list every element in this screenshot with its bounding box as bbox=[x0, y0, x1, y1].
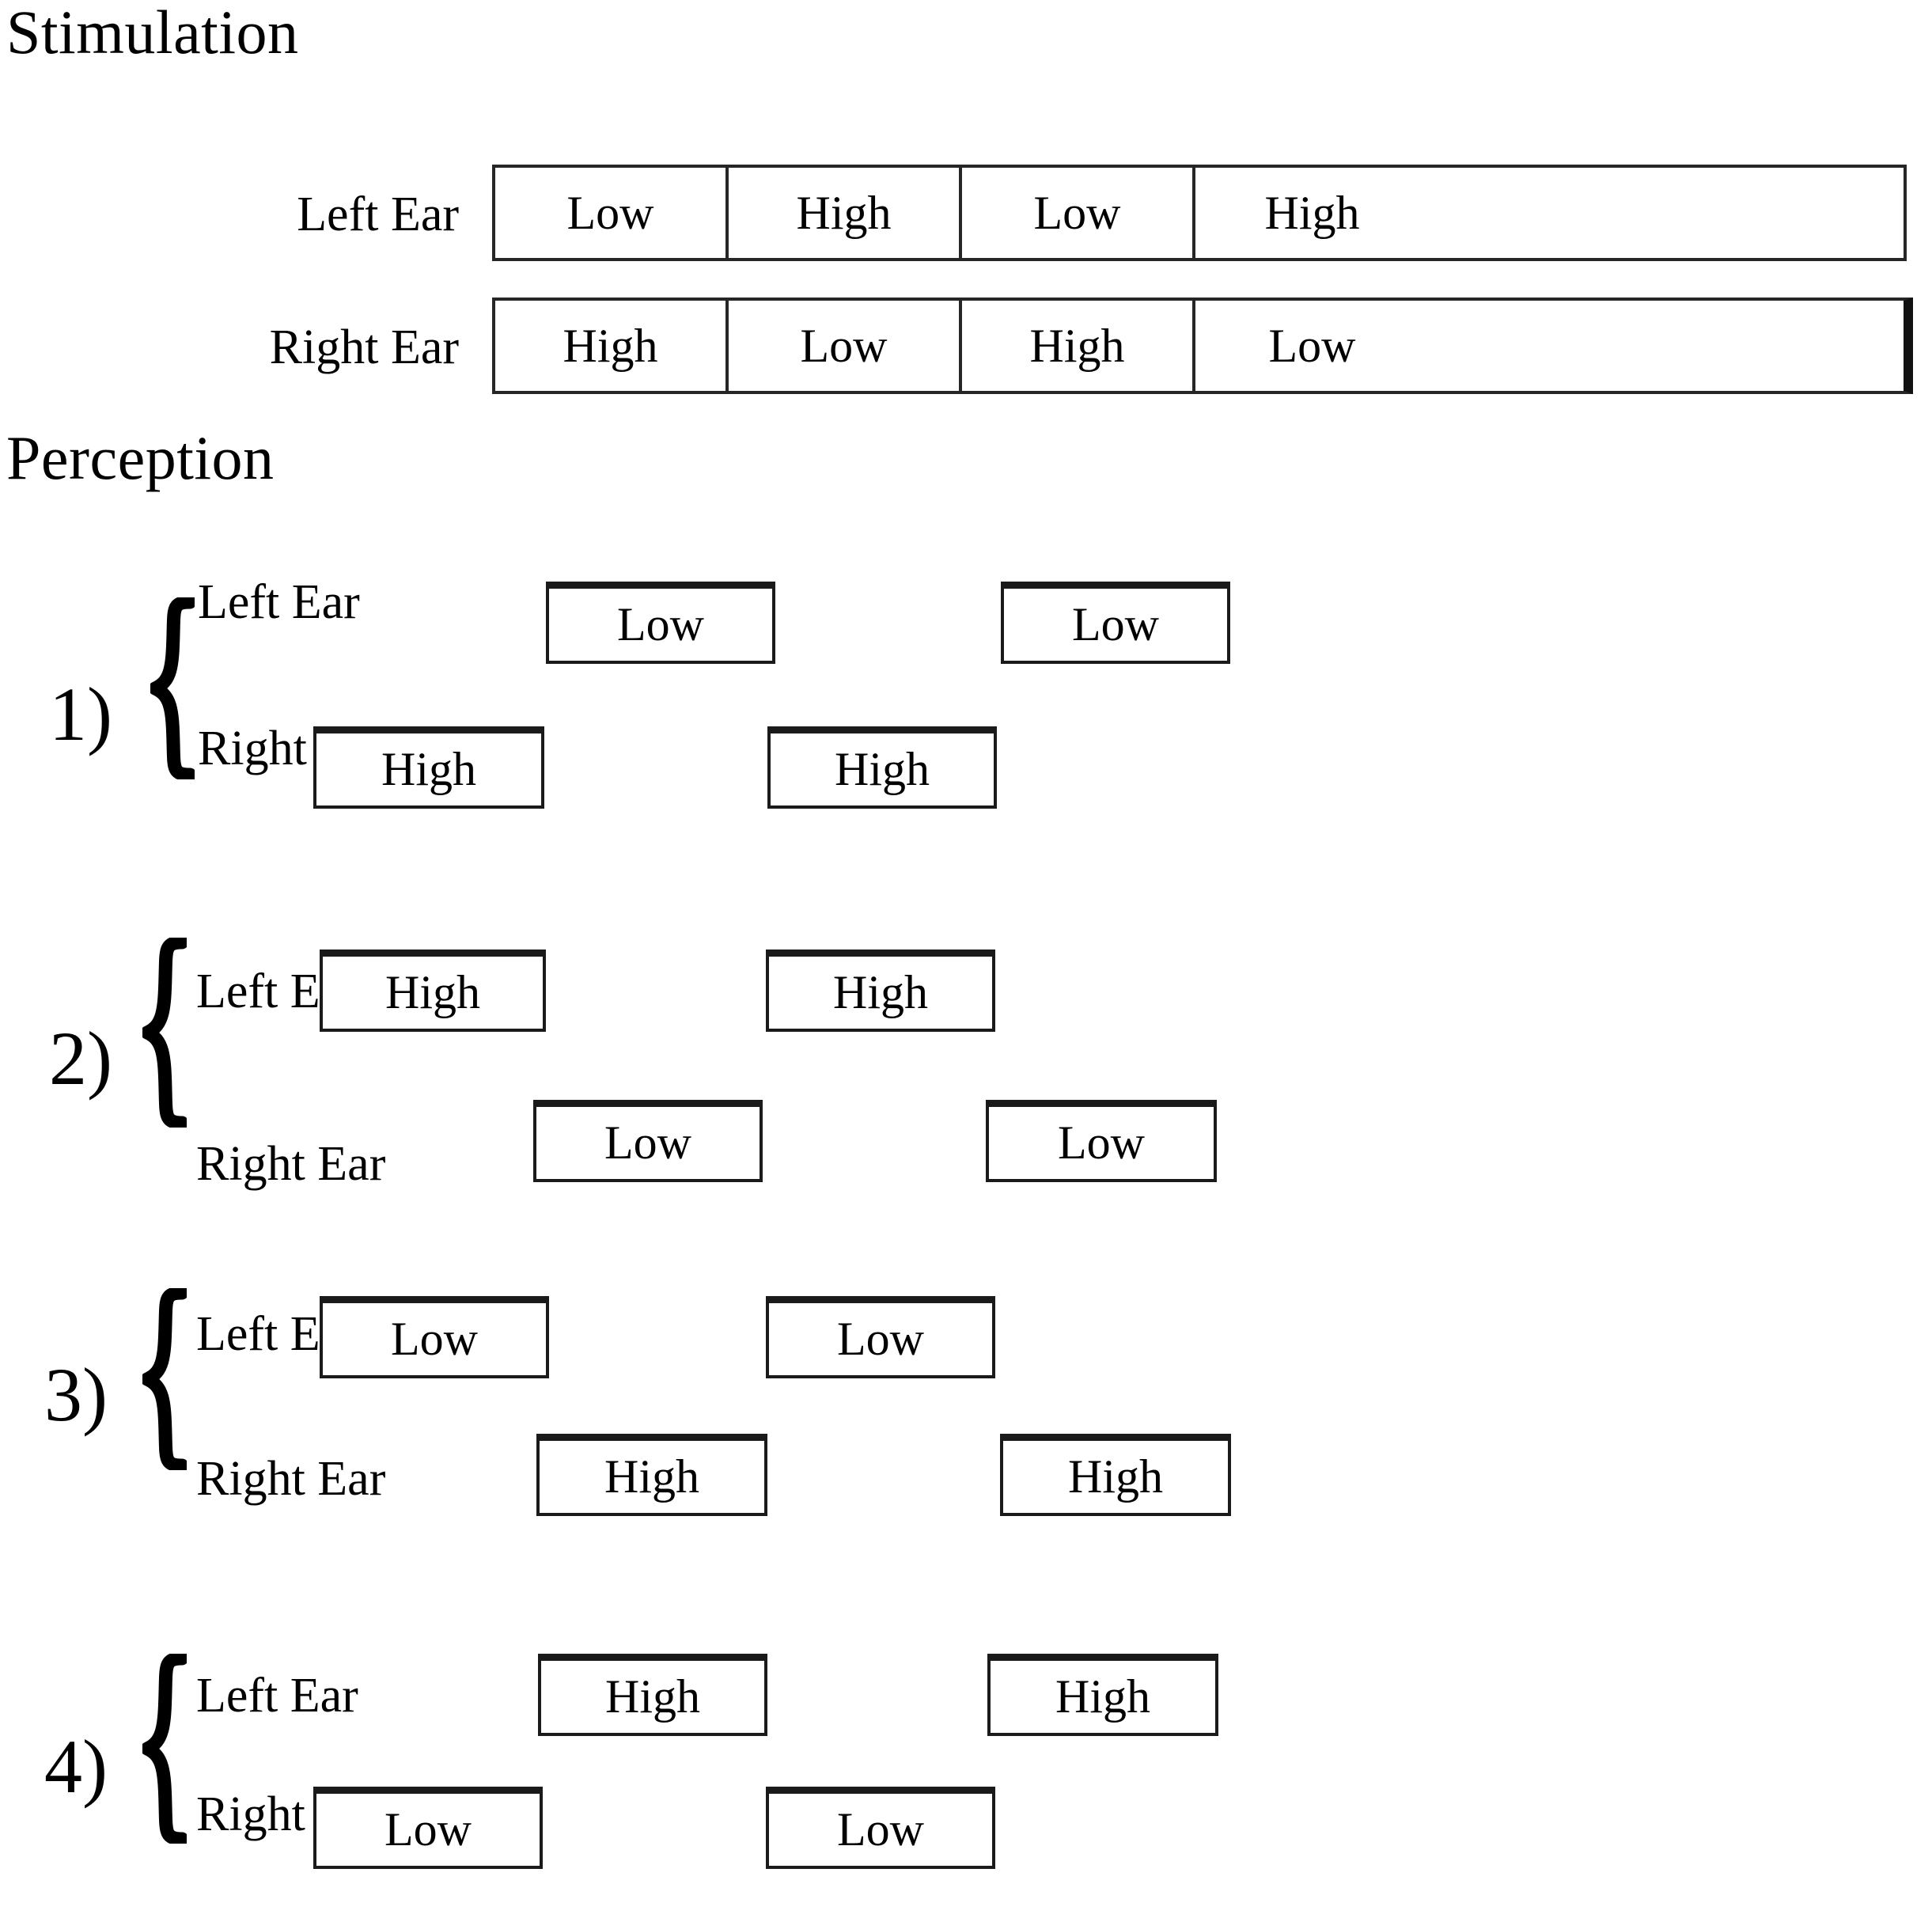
perception-section-title: Perception bbox=[6, 423, 275, 492]
perception-right-ear-label: Right Ear bbox=[196, 1452, 386, 1506]
perception-box: High bbox=[536, 1434, 767, 1516]
perception-box: Low bbox=[320, 1296, 549, 1378]
stimulation-left-ear-label: Left Ear bbox=[297, 188, 459, 241]
perception-box: High bbox=[320, 950, 546, 1032]
perception-box: Low bbox=[766, 1296, 995, 1378]
stimulation-cell: High bbox=[1264, 186, 1360, 239]
stimulation-cell: Low bbox=[729, 301, 962, 391]
curly-brace-icon bbox=[142, 938, 187, 1128]
perception-right-ear-label: Right Ear bbox=[196, 1137, 386, 1191]
perception-block-number: 2) bbox=[49, 1016, 112, 1101]
perception-box: High bbox=[313, 726, 544, 809]
perception-box: High bbox=[767, 726, 997, 809]
perception-box: Low bbox=[766, 1787, 995, 1869]
stimulation-right-ear-label: Right Ear bbox=[269, 320, 459, 374]
perception-box: Low bbox=[986, 1100, 1217, 1182]
perception-left-ear-label: Left Ear bbox=[198, 575, 360, 629]
stimulation-right-ear-row: High Low High Low bbox=[492, 298, 1913, 394]
perception-box: High bbox=[766, 950, 995, 1032]
perception-block-number: 1) bbox=[49, 672, 112, 756]
stimulation-section-title: Stimulation bbox=[6, 0, 299, 66]
perception-box: High bbox=[1000, 1434, 1231, 1516]
perception-left-ear-label: Left Ear bbox=[196, 1669, 358, 1723]
stimulation-cell: Low bbox=[1268, 319, 1356, 372]
perception-box: Low bbox=[533, 1100, 763, 1182]
stimulation-left-ear-row: Low High Low High bbox=[492, 165, 1907, 261]
perception-block-number: 4) bbox=[44, 1724, 108, 1809]
curly-brace-icon bbox=[142, 1288, 187, 1470]
perception-box: High bbox=[987, 1654, 1218, 1736]
perception-block-number: 3) bbox=[44, 1352, 108, 1437]
curly-brace-icon bbox=[150, 597, 195, 779]
perception-box: Low bbox=[546, 582, 775, 664]
curly-brace-icon bbox=[142, 1654, 187, 1844]
perception-box: High bbox=[538, 1654, 767, 1736]
perception-box: Low bbox=[1001, 582, 1230, 664]
stimulation-cell: High bbox=[729, 168, 962, 258]
perception-box: Low bbox=[313, 1787, 543, 1869]
stimulation-cell: High bbox=[962, 301, 1195, 391]
stimulation-cell: Low bbox=[495, 168, 729, 258]
stimulation-cell: High bbox=[495, 301, 729, 391]
stimulation-cell: Low bbox=[962, 168, 1195, 258]
